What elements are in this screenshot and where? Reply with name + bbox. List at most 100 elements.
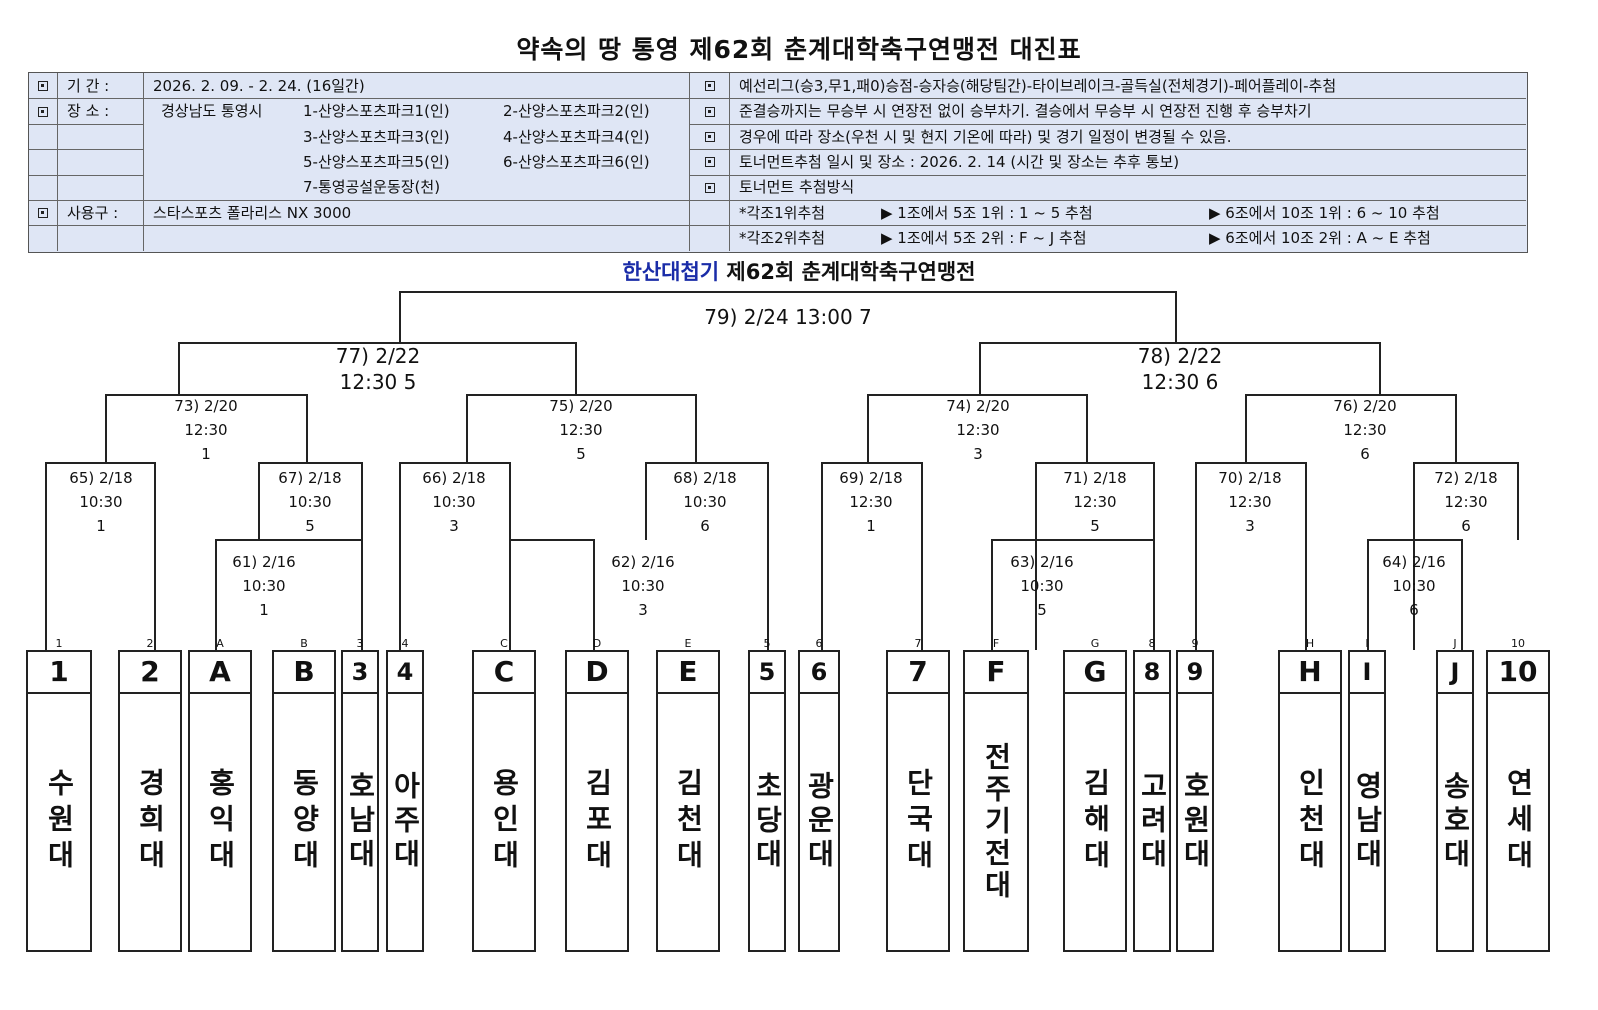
venue-item: 2-산양스포츠파크2(인) xyxy=(503,102,650,120)
bracket-line xyxy=(105,394,308,463)
team-seed: G xyxy=(1065,652,1125,694)
match-venue: 1 xyxy=(201,445,211,463)
team-name: 고려대 xyxy=(1136,771,1169,873)
bullet-icon xyxy=(705,183,715,193)
slot-label: D xyxy=(592,637,602,650)
match-venue: 1 xyxy=(96,517,106,535)
team-seed: 1 xyxy=(28,652,90,694)
bracket-line xyxy=(1035,462,1155,650)
slot-label: 9 xyxy=(1191,637,1199,650)
team-seed: I xyxy=(1350,652,1384,694)
team-name: 단국대 xyxy=(902,768,935,876)
venue-item: 1-산양스포츠파크1(인) xyxy=(303,102,450,120)
bullet-icon xyxy=(705,81,715,91)
slot-label: 7 xyxy=(914,637,922,650)
match-no: 77) 2/22 xyxy=(335,344,421,368)
team-seed: B xyxy=(274,652,334,694)
match-no: 61) 2/16 xyxy=(232,553,296,571)
team-name: 김해대 xyxy=(1079,768,1112,876)
match-time: 12:30 xyxy=(1343,421,1387,439)
match-label: 79) 2/24 13:00 7 xyxy=(698,304,878,330)
team-seed: 3 xyxy=(343,652,377,694)
match-venue: 6 xyxy=(1360,445,1370,463)
draw-label: *각조1위추첨 xyxy=(739,204,826,222)
match-no: 66) 2/18 xyxy=(422,469,486,487)
bracket-line xyxy=(979,342,1381,395)
match-venue: 6 xyxy=(1461,517,1471,535)
venue-item: 7-통영공설운동장(천) xyxy=(303,178,441,196)
venue-city: 경상남도 통영시 xyxy=(161,102,263,120)
match-venue: 5 xyxy=(1090,517,1100,535)
team-name: 경희대 xyxy=(134,768,167,876)
match-no: 73) 2/20 xyxy=(174,397,238,415)
match-time: 10:30 xyxy=(1392,577,1436,595)
match-time: 12:30 xyxy=(1444,493,1488,511)
bracket-line xyxy=(258,462,363,650)
bracket-line xyxy=(1245,394,1457,463)
match-venue: 1 xyxy=(259,601,269,619)
slot-label: A xyxy=(216,637,224,650)
ball-label: 사용구 : xyxy=(67,204,119,222)
team-seed: J xyxy=(1438,652,1472,694)
match-no: 68) 2/18 xyxy=(673,469,737,487)
match-no: 63) 2/16 xyxy=(1010,553,1074,571)
slot-label: 8 xyxy=(1148,637,1156,650)
brand-name: 한산대첩기 xyxy=(622,260,720,284)
bracket-line xyxy=(1413,462,1519,650)
match-time: 12:30 xyxy=(956,421,1000,439)
team-seed: C xyxy=(474,652,534,694)
draw-label: *각조2위추첨 xyxy=(739,229,826,247)
bracket-line xyxy=(867,394,1088,463)
match-venue: 3 xyxy=(638,601,648,619)
match-time: 10:30 xyxy=(432,493,476,511)
period-label: 기 간 : xyxy=(67,77,110,95)
slot-label: 2 xyxy=(146,637,154,650)
bullet-icon xyxy=(38,81,48,91)
venue-label: 장 소 : xyxy=(67,102,110,120)
slot-label: 5 xyxy=(763,637,771,650)
team-seed: 5 xyxy=(750,652,784,694)
slot-label: 10 xyxy=(1511,637,1525,650)
bullet-icon xyxy=(705,107,715,117)
bullet-icon xyxy=(38,208,48,218)
bullet-icon xyxy=(38,107,48,117)
rule-text: 토너먼트추첨 일시 및 장소 : 2026. 2. 14 (시간 및 장소는 추… xyxy=(739,153,1180,171)
match-no: 79) 2/24 13:00 7 xyxy=(704,305,872,329)
team-name: 초당대 xyxy=(751,771,784,873)
match-time: 12:30 xyxy=(1228,493,1272,511)
draw-text: ▶ 1조에서 5조 2위 : F ~ J 추첨 xyxy=(881,229,1087,247)
team-name: 전주기전대 xyxy=(980,742,1013,902)
match-no: 70) 2/18 xyxy=(1218,469,1282,487)
slot-label: 1 xyxy=(55,637,63,650)
venue-item: 6-산양스포츠파크6(인) xyxy=(503,153,650,171)
slot-label: F xyxy=(992,637,1000,650)
match-venue: 3 xyxy=(973,445,983,463)
match-venue: 3 xyxy=(449,517,459,535)
bracket-line xyxy=(991,539,1155,650)
match-no: 65) 2/18 xyxy=(69,469,133,487)
rule-text: 토너먼트 추첨방식 xyxy=(739,178,855,196)
team-name: 광운대 xyxy=(803,771,836,873)
bracket-line xyxy=(466,394,697,463)
match-venue: 3 xyxy=(1245,517,1255,535)
team-seed: 2 xyxy=(120,652,180,694)
match-no: 78) 2/22 xyxy=(1137,344,1223,368)
period-value: 2026. 2. 09. - 2. 24. (16일간) xyxy=(153,77,365,95)
draw-text: ▶ 6조에서 10조 1위 : 6 ~ 10 추첨 xyxy=(1209,204,1440,222)
team-seed: 4 xyxy=(388,652,422,694)
